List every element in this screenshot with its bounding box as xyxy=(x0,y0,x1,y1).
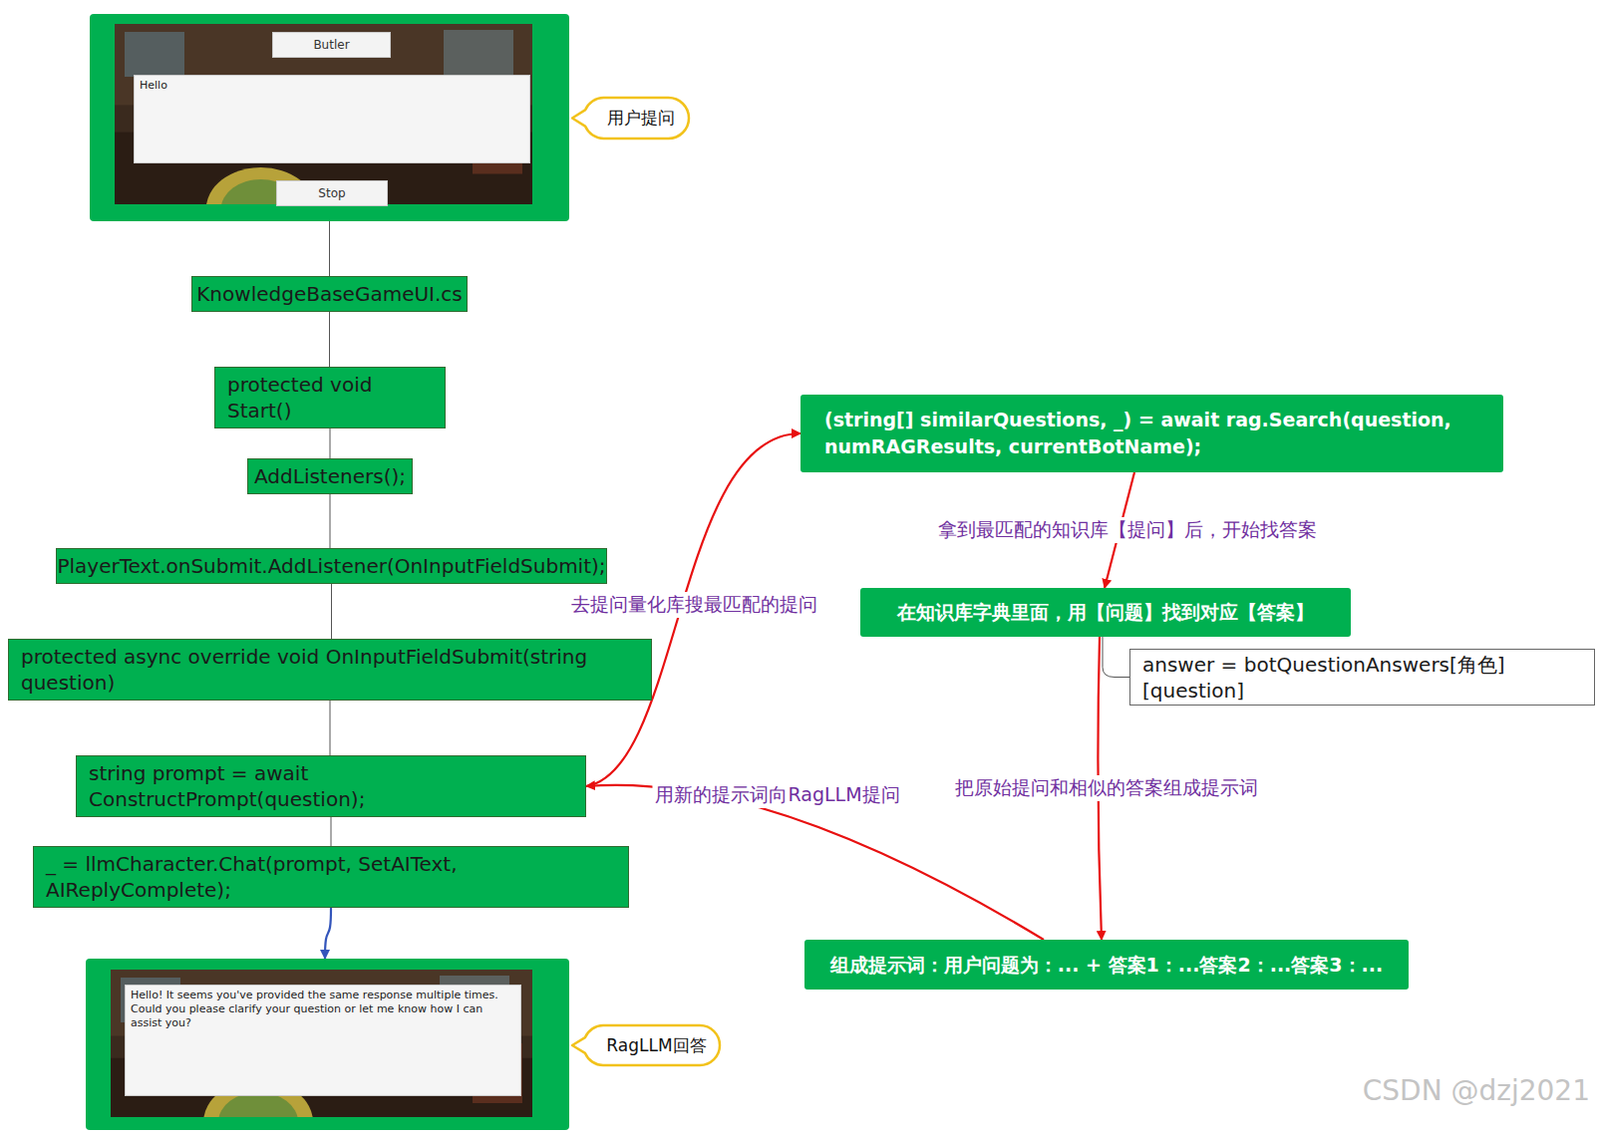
process-box: protected async override void OnInputFie… xyxy=(7,639,652,701)
reply-text-area: Hello! It seems you've provided the same… xyxy=(124,984,522,1097)
connector xyxy=(329,700,331,756)
callout-outline xyxy=(572,1025,720,1066)
screenshot-frame: Hello! It seems you've provided the same… xyxy=(85,959,570,1131)
process-box: 组成提示词：用户问题为：... + 答案1：...答案2：...答案3：... xyxy=(804,940,1409,990)
callout-bubble: RagLLM回答 xyxy=(571,1023,722,1068)
connector xyxy=(329,494,331,549)
watermark: CSDN @dzj2021 xyxy=(1362,1074,1591,1108)
edge-label: 去提问量化库搜最匹配的提问 xyxy=(568,592,821,619)
connector xyxy=(328,312,330,367)
code-box: answer = botQuestionAnswers[角色][question… xyxy=(1129,648,1596,706)
connector xyxy=(324,908,331,960)
process-box: PlayerText.onSubmit.AddListener(OnInputF… xyxy=(55,548,608,585)
process-box: protected void Start() xyxy=(214,366,446,429)
node-text: Butler xyxy=(313,37,349,52)
node-text: string prompt = await ConstructPrompt(qu… xyxy=(88,760,574,813)
connector xyxy=(330,584,332,640)
scene-shape xyxy=(114,23,533,205)
node-text: Stop xyxy=(318,186,345,201)
node-text: protected void Start() xyxy=(227,371,433,424)
connector xyxy=(329,428,331,459)
node-text: 用户提问 xyxy=(607,106,675,130)
node-text: PlayerText.onSubmit.AddListener(OnInputF… xyxy=(56,553,606,580)
callout-bubble: 用户提问 xyxy=(571,95,691,141)
node-text: Hello xyxy=(139,78,168,93)
node-text: RagLLM回答 xyxy=(606,1034,706,1058)
connector xyxy=(586,785,1044,941)
edge-label: 把原始提问和相似的答案组成提示词 xyxy=(952,775,1262,802)
connector xyxy=(330,817,332,847)
process-box: (string[] similarQuestions, _) = await r… xyxy=(800,394,1504,473)
node-text: AddListeners(); xyxy=(254,463,406,490)
node-text: 在知识库字典里面，用【问题】找到对应【答案】 xyxy=(897,599,1314,627)
connector xyxy=(1102,637,1130,678)
process-box: KnowledgeBaseGameUI.cs xyxy=(191,276,468,313)
node-text: KnowledgeBaseGameUI.cs xyxy=(196,281,463,308)
screenshot-frame: ButlerHelloStop xyxy=(89,13,570,222)
edge-label: 用新的提示词向RagLLM提问 xyxy=(651,782,903,809)
edge-label: 拿到最匹配的知识库【提问】后，开始找答案 xyxy=(935,517,1320,544)
node-text: Hello! It seems you've provided the same… xyxy=(130,988,516,1030)
node-text: answer = botQuestionAnswers[角色][question… xyxy=(1142,651,1583,703)
scene-shape xyxy=(443,29,514,80)
scene-shape xyxy=(124,31,185,77)
node-text: 组成提示词：用户问题为：... + 答案1：...答案2：...答案3：... xyxy=(830,952,1383,979)
node-text: (string[] similarQuestions, _) = await r… xyxy=(824,406,1480,460)
node-text: protected async override void OnInputFie… xyxy=(20,643,640,696)
text-area: Hello xyxy=(133,74,531,164)
connector xyxy=(328,221,330,277)
dropdown: Butler xyxy=(272,31,391,58)
process-box: string prompt = await ConstructPrompt(qu… xyxy=(75,755,587,818)
button: Stop xyxy=(276,180,388,207)
node-text: _ = llmCharacter.Chat(prompt, SetAIText,… xyxy=(45,851,617,904)
scene-shape xyxy=(110,969,533,1118)
callout-outline xyxy=(572,97,689,139)
process-box: AddListeners(); xyxy=(247,458,413,495)
process-box: 在知识库字典里面，用【问题】找到对应【答案】 xyxy=(860,588,1351,638)
process-box: _ = llmCharacter.Chat(prompt, SetAIText,… xyxy=(32,846,630,909)
